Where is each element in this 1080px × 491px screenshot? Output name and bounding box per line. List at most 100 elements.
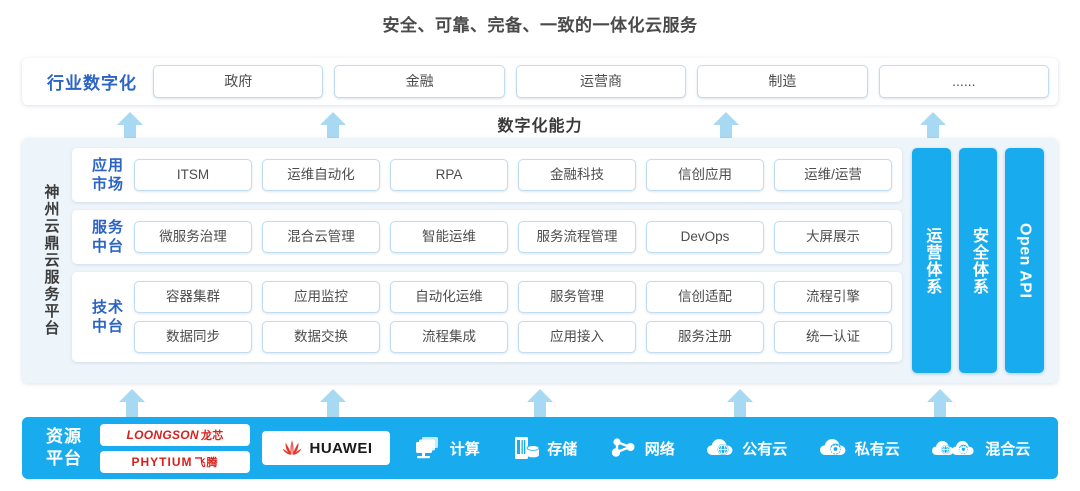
resource-item-storage[interactable]: 存储 xyxy=(511,435,577,461)
page-title: 安全、可靠、完备、一致的一体化云服务 xyxy=(382,16,698,35)
resource-item-label: 私有云 xyxy=(854,440,900,458)
arrow-band-upper xyxy=(0,110,1080,140)
huawei-logo-text: HUAWEI xyxy=(309,439,373,457)
chip-service-process-management[interactable]: 服务流程管理 xyxy=(518,221,636,253)
up-arrow-icon xyxy=(527,389,553,417)
pillar-open-api[interactable]: Open API xyxy=(1005,148,1045,373)
chip-process-integration[interactable]: 流程集成 xyxy=(390,321,508,353)
chip-intelligent-ops[interactable]: 智能运维 xyxy=(390,221,508,253)
tier-row: 数据同步 数据交换 流程集成 应用接入 服务注册 统一认证 xyxy=(134,321,892,353)
loongson-logo-cn: 龙芯 xyxy=(200,429,224,442)
tier-label-service-middle-platform: 服务 中台 xyxy=(82,218,134,256)
resource-platform-label: 资源 平台 xyxy=(34,426,94,470)
resource-item-hybrid-cloud[interactable]: 混合云 xyxy=(931,435,1030,461)
chip-data-sync[interactable]: 数据同步 xyxy=(134,321,252,353)
industry-item-carrier[interactable]: 运营商 xyxy=(515,65,687,98)
arrow-band-lower xyxy=(0,387,1080,417)
up-arrow-icon xyxy=(927,389,953,417)
resource-items: 计算 存储 网络 xyxy=(398,435,1046,461)
resource-item-label: 计算 xyxy=(449,440,480,458)
industry-digitalization-row: 行业数字化 政府 金融 运营商 制造 ...... xyxy=(22,58,1058,105)
loongson-logo-text: LOONGSON xyxy=(126,427,199,442)
tier-row: 容器集群 应用监控 自动化运维 服务管理 信创适配 流程引擎 xyxy=(134,281,892,313)
pillar-security-system[interactable]: 安全体系 xyxy=(958,148,998,373)
tier-label-line-1: 技术 xyxy=(91,299,124,316)
hybrid-cloud-icon xyxy=(932,441,974,455)
tier-application-market: 应用 市场 ITSM 运维自动化 RPA 金融科技 信创应用 运维/运营 xyxy=(72,148,902,202)
chip-rpa[interactable]: RPA xyxy=(390,159,508,191)
resource-item-label: 网络 xyxy=(644,440,675,458)
chip-devops[interactable]: DevOps xyxy=(646,221,764,253)
chip-process-engine[interactable]: 流程引擎 xyxy=(774,281,892,313)
chip-application-access[interactable]: 应用接入 xyxy=(518,321,636,353)
chip-large-screen-display[interactable]: 大屏展示 xyxy=(774,221,892,253)
tier-grid-service-middle-platform: 微服务治理 混合云管理 智能运维 服务流程管理 DevOps 大屏展示 xyxy=(134,221,892,253)
platform-vertical-label: 神州云鼎云服务平台 xyxy=(42,184,60,337)
industry-item-finance[interactable]: 金融 xyxy=(334,65,505,98)
chip-container-cluster[interactable]: 容器集群 xyxy=(134,281,252,313)
up-arrow-icon xyxy=(727,389,753,417)
pillar-operations-system[interactable]: 运营体系 xyxy=(912,148,951,373)
resource-item-label: 公有云 xyxy=(742,440,788,458)
chip-xinchuang-adaptation[interactable]: 信创适配 xyxy=(646,281,764,313)
resource-item-compute[interactable]: 计算 xyxy=(414,435,480,461)
chip-ops-operations[interactable]: 运维/运营 xyxy=(774,159,892,191)
up-arrow-icon xyxy=(119,389,145,417)
chip-application-monitoring[interactable]: 应用监控 xyxy=(262,281,380,313)
vertical-pillars: 运营体系 安全体系 Open API xyxy=(910,148,1046,373)
resource-platform-bar: 资源 平台 LOONGSON 龙芯 PHYTIUM 飞腾 HUAWEI xyxy=(22,417,1058,479)
tier-grid-technology-middle-platform: 容器集群 应用监控 自动化运维 服务管理 信创适配 流程引擎 数据同步 数据交换… xyxy=(134,281,892,353)
tier-label-line-1: 应用 xyxy=(91,157,124,174)
capability-title: 数字化能力 xyxy=(497,118,583,135)
cloud-service-platform: 神州云鼎云服务平台 应用 市场 ITSM 运维自动化 RPA 金融科技 信创应用… xyxy=(22,138,1058,383)
industry-item-manufacturing[interactable]: 制造 xyxy=(697,65,868,98)
tier-technology-middle-platform: 技术 中台 容器集群 应用监控 自动化运维 服务管理 信创适配 流程引擎 数据同… xyxy=(72,272,902,362)
loongson-logo: LOONGSON 龙芯 xyxy=(100,423,250,446)
resource-label-line-1: 资源 xyxy=(46,427,82,446)
storage-icon xyxy=(515,437,540,459)
chip-microservice-governance[interactable]: 微服务治理 xyxy=(134,221,252,253)
private-cloud-icon xyxy=(819,439,846,455)
tier-label-application-market: 应用 市场 xyxy=(82,156,134,194)
industry-items: 政府 金融 运营商 制造 ...... xyxy=(153,65,1050,98)
resource-item-label: 混合云 xyxy=(985,440,1031,458)
network-icon xyxy=(611,438,635,457)
platform-body: 应用 市场 ITSM 运维自动化 RPA 金融科技 信创应用 运维/运营 xyxy=(68,148,1046,373)
chip-itsm[interactable]: ITSM xyxy=(134,159,252,191)
up-arrow-icon xyxy=(320,112,346,140)
chip-service-management[interactable]: 服务管理 xyxy=(518,281,636,313)
huawei-flower-icon xyxy=(282,440,301,455)
phytium-logo-cn: 飞腾 xyxy=(194,456,219,469)
resource-item-label: 存储 xyxy=(547,440,578,458)
industry-item-government[interactable]: 政府 xyxy=(153,65,324,98)
chip-service-registry[interactable]: 服务注册 xyxy=(646,321,764,353)
cpu-vendor-logos: LOONGSON 龙芯 PHYTIUM 飞腾 xyxy=(100,423,250,473)
compute-icon xyxy=(415,437,438,459)
up-arrow-icon xyxy=(920,112,946,140)
industry-row-label: 行业数字化 xyxy=(47,74,137,93)
tier-service-middle-platform: 服务 中台 微服务治理 混合云管理 智能运维 服务流程管理 DevOps 大屏展… xyxy=(72,210,902,264)
chip-data-exchange[interactable]: 数据交换 xyxy=(262,321,380,353)
up-arrow-icon xyxy=(713,112,739,140)
up-arrow-icon xyxy=(117,112,143,140)
chip-hybrid-cloud-management[interactable]: 混合云管理 xyxy=(262,221,380,253)
resource-item-network[interactable]: 网络 xyxy=(609,435,675,461)
chip-automated-ops[interactable]: 自动化运维 xyxy=(390,281,508,313)
chip-unified-authentication[interactable]: 统一认证 xyxy=(774,321,892,353)
tier-label-line-2: 市场 xyxy=(91,176,124,193)
chip-xinchuang-app[interactable]: 信创应用 xyxy=(646,159,764,191)
chip-ops-automation[interactable]: 运维自动化 xyxy=(262,159,380,191)
platform-tiers: 应用 市场 ITSM 运维自动化 RPA 金融科技 信创应用 运维/运营 xyxy=(72,148,902,373)
tier-label-line-1: 服务 xyxy=(91,219,124,236)
public-cloud-icon xyxy=(707,439,733,455)
resource-label-line-2: 平台 xyxy=(46,449,82,468)
tier-row: 微服务治理 混合云管理 智能运维 服务流程管理 DevOps 大屏展示 xyxy=(134,221,892,253)
phytium-logo-text: PHYTIUM xyxy=(131,454,193,469)
huawei-logo: HUAWEI xyxy=(262,431,390,465)
industry-item-more[interactable]: ...... xyxy=(878,65,1050,98)
tier-row: ITSM 运维自动化 RPA 金融科技 信创应用 运维/运营 xyxy=(134,159,892,191)
chip-fintech[interactable]: 金融科技 xyxy=(518,159,636,191)
resource-item-public-cloud[interactable]: 公有云 xyxy=(706,435,787,461)
tier-label-line-2: 中台 xyxy=(91,318,124,335)
resource-item-private-cloud[interactable]: 私有云 xyxy=(819,435,900,461)
